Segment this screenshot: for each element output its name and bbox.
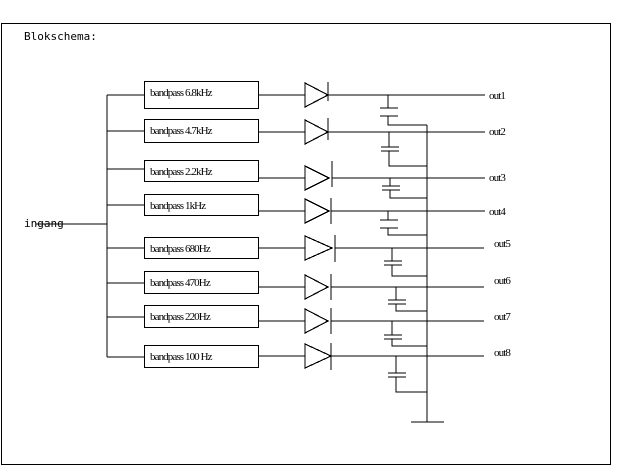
filter-channel-8: bandpass 100 Hz out8 bbox=[107, 343, 512, 393]
output-label: out3 bbox=[489, 172, 506, 184]
filter-box bbox=[143, 193, 260, 217]
capacitor-icon bbox=[384, 248, 427, 277]
filter-box bbox=[143, 118, 260, 144]
diagram-title: Blokschema: bbox=[24, 30, 97, 43]
filter-channel-3: bandpass 2.2kHz out3 bbox=[107, 159, 507, 199]
output-label: out8 bbox=[494, 347, 511, 359]
capacitor-icon bbox=[380, 95, 427, 126]
filter-channel-7: bandpass 220Hz out7 bbox=[107, 304, 512, 347]
diode-triangle bbox=[304, 119, 330, 145]
diode-triangle bbox=[304, 274, 330, 300]
filter-channel-1: bandpass 6.8kHz out1 bbox=[107, 80, 506, 126]
output-label: out6 bbox=[494, 275, 511, 287]
diagram-frame bbox=[0, 22, 612, 466]
capacitor-lead-bottom bbox=[389, 190, 427, 199]
filter-channel-4: bandpass 1kHz out4 bbox=[107, 193, 507, 236]
diode-triangle bbox=[304, 235, 334, 261]
bandpass-filter-block: bandpass 220Hz bbox=[143, 304, 260, 329]
filter-label: bandpass 220Hz bbox=[150, 311, 211, 323]
diode-triangle bbox=[304, 82, 330, 108]
diode-icon bbox=[304, 198, 332, 224]
bandpass-filter-block: bandpass 2.2kHz bbox=[143, 159, 260, 183]
capacitor-lead-bottom bbox=[395, 304, 427, 312]
filter-label: bandpass 2.2kHz bbox=[150, 166, 213, 178]
bandpass-filter-block: bandpass 100 Hz bbox=[143, 344, 260, 369]
capacitor-lead-bottom bbox=[388, 151, 427, 167]
filter-label: bandpass 4.7kHz bbox=[150, 125, 213, 137]
capacitor-icon bbox=[388, 287, 427, 312]
capacitor-icon bbox=[382, 178, 427, 199]
bandpass-filter-block: bandpass 6.8kHz bbox=[143, 80, 260, 110]
diode-icon bbox=[304, 161, 333, 191]
bandpass-filter-block: bandpass 470Hz bbox=[143, 270, 260, 295]
filter-channel-6: bandpass 470Hz out6 bbox=[107, 270, 512, 312]
capacitor-icon bbox=[388, 356, 427, 393]
capacitor-icon bbox=[384, 321, 427, 347]
filter-box bbox=[143, 270, 260, 295]
filter-box bbox=[143, 159, 260, 183]
filter-label: bandpass 1kHz bbox=[150, 200, 206, 212]
filter-label: bandpass 6.8kHz bbox=[150, 87, 213, 99]
filter-label: bandpass 680Hz bbox=[150, 243, 211, 255]
output-label: out4 bbox=[489, 206, 506, 218]
capacitor-icon bbox=[380, 211, 427, 236]
diode-icon bbox=[304, 308, 332, 334]
diode-icon bbox=[304, 118, 330, 145]
bandpass-filter-block: bandpass 680Hz bbox=[143, 236, 260, 260]
output-label: out2 bbox=[489, 126, 505, 138]
capacitor-lead-bottom bbox=[391, 339, 427, 347]
filter-channel-2: bandpass 4.7kHz out2 bbox=[107, 118, 506, 167]
bandpass-filter-block: bandpass 4.7kHz bbox=[143, 118, 260, 144]
capacitor-lead-bottom bbox=[391, 265, 427, 277]
filter-channel-5: bandpass 680Hz out5 bbox=[107, 235, 512, 277]
capacitor-lead-bottom bbox=[395, 377, 427, 393]
output-label: out7 bbox=[494, 311, 511, 323]
filter-box bbox=[143, 304, 260, 329]
capacitor-lead-bottom bbox=[387, 116, 427, 126]
diode-triangle bbox=[304, 343, 333, 369]
output-label: out1 bbox=[489, 90, 505, 102]
diode-icon bbox=[304, 82, 330, 108]
diode-icon bbox=[304, 343, 333, 370]
bandpass-filter-block: bandpass 1kHz bbox=[143, 193, 260, 217]
output-label: out5 bbox=[494, 238, 511, 250]
diode-triangle bbox=[304, 308, 330, 334]
filter-label: bandpass 100 Hz bbox=[150, 351, 213, 363]
diode-icon bbox=[304, 274, 332, 300]
capacitor-icon bbox=[381, 132, 427, 167]
filter-label: bandpass 470Hz bbox=[150, 277, 211, 289]
diode-triangle bbox=[304, 165, 331, 191]
diode-icon bbox=[304, 235, 336, 262]
diode-triangle bbox=[304, 198, 331, 224]
capacitor-lead-bottom bbox=[387, 228, 427, 236]
